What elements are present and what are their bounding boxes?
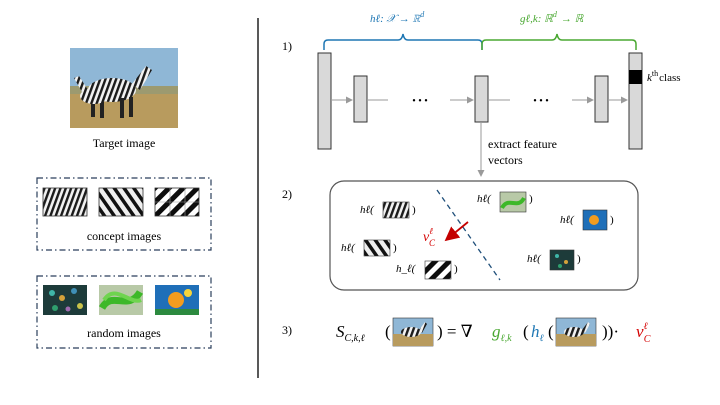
g-mapping-label: gℓ,k: ℝd→ ℝ xyxy=(520,10,585,25)
svg-text:(: ( xyxy=(548,322,554,341)
random-activation-peacock: hℓ( ) xyxy=(527,249,581,271)
svg-text:): ) xyxy=(610,214,614,226)
svg-text:): ) xyxy=(393,242,397,254)
cav-boundary xyxy=(436,189,501,281)
ellipsis-1: • • • xyxy=(412,96,428,107)
random-images-box xyxy=(36,275,212,349)
random-images-caption: random images xyxy=(87,326,161,340)
step-1-label: 1) xyxy=(282,39,292,53)
h-mapping-label: hℓ: 𝒳 → ℝd xyxy=(370,10,425,25)
network-layer-bottleneck xyxy=(474,75,489,123)
network-layer-output xyxy=(628,52,643,150)
step-3-label: 3) xyxy=(282,323,292,337)
extract-label-line1: extract feature xyxy=(488,137,557,151)
network-layer-4 xyxy=(594,75,609,123)
equation-target-image-2 xyxy=(555,317,597,347)
network-layer-2 xyxy=(353,75,368,123)
svg-text:SC,k,ℓ: SC,k,ℓ xyxy=(336,322,365,344)
concept-images-caption: concept images xyxy=(87,229,162,243)
svg-text:): ) xyxy=(454,263,458,275)
random-image-peacock xyxy=(43,285,87,315)
concept-image-2 xyxy=(98,187,144,217)
kth-class-unit xyxy=(629,70,642,84)
random-image-fish xyxy=(155,285,199,315)
concept-images-box xyxy=(36,177,212,251)
svg-text:h_ℓ(: h_ℓ( xyxy=(396,263,417,275)
ellipsis-2: • • • xyxy=(533,96,549,107)
concept-activation-2: hℓ( ) xyxy=(341,239,397,257)
svg-text:))·: ))· xyxy=(602,322,619,341)
svg-text:): ) xyxy=(529,193,533,205)
h-brace xyxy=(323,33,483,50)
network-layer-input xyxy=(317,52,332,150)
target-image xyxy=(70,48,178,128)
random-activation-snake: hℓ( ) xyxy=(477,191,533,213)
extract-label-line2: vectors xyxy=(488,153,523,167)
svg-text:gℓ,k: gℓ,k xyxy=(492,322,512,344)
random-activation-fish: hℓ( ) xyxy=(560,209,614,231)
equation-target-image-1 xyxy=(392,317,434,347)
concept-image-1 xyxy=(42,187,88,217)
concept-activation-1: hℓ( ) xyxy=(360,201,416,219)
activation-space-box xyxy=(329,180,639,291)
concept-activation-3: h_ℓ( ) xyxy=(396,260,458,280)
svg-text:hℓ(: hℓ( xyxy=(560,214,575,226)
target-image-caption: Target image xyxy=(93,136,156,150)
svg-text:) = ∇: ) = ∇ xyxy=(437,322,473,341)
svg-text:): ) xyxy=(577,253,581,265)
concept-image-3 xyxy=(154,187,200,217)
step-2-label: 2) xyxy=(282,187,292,201)
svg-text:vℓC: vℓC xyxy=(636,321,651,345)
cav-arrow xyxy=(444,221,469,242)
svg-text:hℓ(: hℓ( xyxy=(477,193,492,205)
svg-text:(: ( xyxy=(523,322,529,341)
svg-text:hℓ(: hℓ( xyxy=(341,242,356,254)
svg-text:hℓ(: hℓ( xyxy=(527,253,542,265)
kth-class-label: kthclass xyxy=(647,69,681,84)
svg-text:hℓ: hℓ xyxy=(531,322,544,344)
svg-text:): ) xyxy=(412,204,416,216)
svg-text:hℓ(: hℓ( xyxy=(360,204,375,216)
random-image-snake xyxy=(98,285,143,315)
svg-text:(: ( xyxy=(385,322,391,341)
g-brace xyxy=(481,33,637,50)
